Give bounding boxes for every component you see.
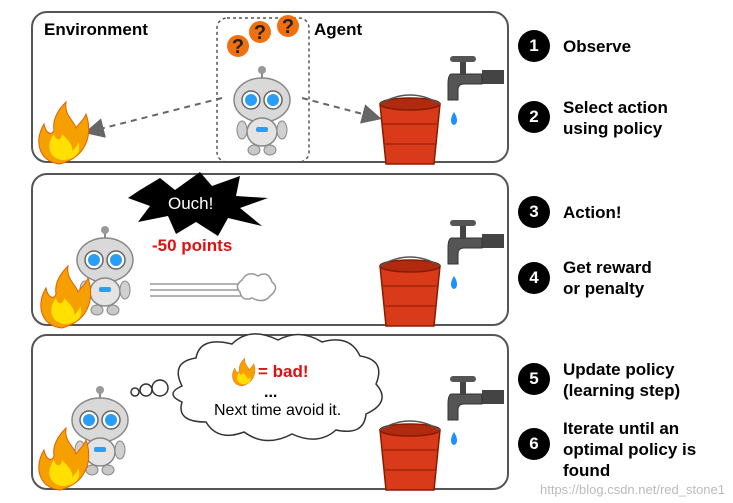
tap-icon — [447, 219, 505, 290]
ouch-text: Ouch! — [168, 194, 214, 213]
question-mark-icon — [249, 21, 271, 44]
agent-box — [216, 17, 310, 163]
penalty-text: -50 points — [152, 236, 233, 255]
fire-icon — [40, 265, 92, 329]
watermark: https://blog.csdn.net/red_stone1 — [539, 482, 725, 497]
step-label: Iterate until an optimal policy is found — [563, 419, 697, 480]
step-label: Update policy (learning step) — [563, 360, 681, 400]
thought-cloud — [172, 333, 383, 442]
step-label: Select action using policy — [563, 98, 668, 138]
step-number: 3 — [518, 196, 550, 228]
thought-text: Next time avoid it. — [214, 402, 342, 419]
tap-icon — [447, 55, 505, 126]
step-number: 2 — [518, 101, 550, 133]
fire-icon — [38, 427, 90, 491]
bucket-icon — [379, 94, 441, 165]
bucket-icon — [379, 420, 441, 491]
step-label: Action! — [563, 203, 622, 222]
agent-label: Agent — [314, 20, 363, 39]
ellipsis-text: ... — [264, 384, 278, 401]
step-number: 4 — [518, 262, 550, 294]
dust-cloud — [236, 273, 277, 302]
bucket-icon — [379, 256, 441, 327]
tap-icon — [447, 375, 505, 446]
ouch-burst — [128, 172, 268, 236]
observe-arrow-left — [84, 97, 223, 138]
environment-label: Environment — [44, 20, 148, 39]
fire-icon — [38, 101, 90, 165]
step-label: Observe — [563, 37, 632, 56]
observe-arrow-right — [301, 97, 382, 124]
robot-icon — [233, 65, 291, 156]
bad-text: = bad! — [258, 362, 309, 381]
question-mark-icon — [227, 35, 249, 58]
step-number: 1 — [518, 30, 550, 62]
step-number: 5 — [518, 363, 550, 395]
step-number: 6 — [518, 428, 550, 460]
question-mark-icon — [277, 15, 299, 38]
step-label: Get reward or penalty — [563, 258, 652, 298]
